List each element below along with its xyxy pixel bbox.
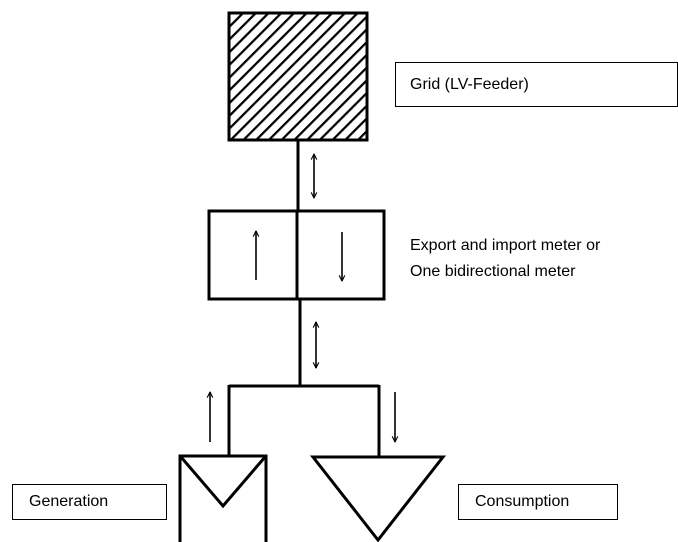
grid-block [227,11,369,142]
grid-label-box: Grid (LV-Feeder) [395,62,678,107]
consumption-label-box: Consumption [458,484,618,520]
consumption-symbol [309,455,447,542]
grid-label: Grid (LV-Feeder) [410,75,529,93]
meter-description: Export and import meter or One bidirecti… [410,233,600,285]
generation-symbol [178,454,268,542]
consumption-label: Consumption [475,493,570,510]
generation-label-box: Generation [12,484,167,520]
meter-description-line-2: One bidirectional meter [410,263,576,280]
generation-label: Generation [29,493,109,510]
meter-description-line-1: Export and import meter or [410,237,601,254]
